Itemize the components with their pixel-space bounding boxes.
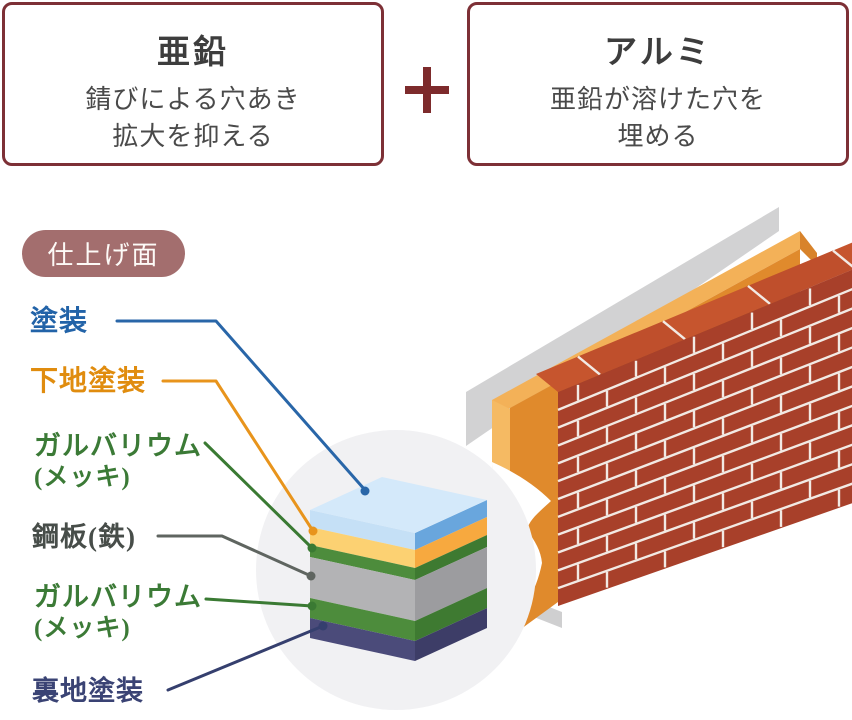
dot-galv1 xyxy=(307,543,317,553)
layer-coating-topface xyxy=(310,477,487,533)
layer-galv2-side xyxy=(415,588,487,641)
label-galvalume-bottom: ガルバリウム (メッキ) xyxy=(34,582,202,644)
label-galvalume-top-line1: ガルバリウム xyxy=(34,431,202,461)
zinc-box: 亜鉛 錆びによる穴あき 拡大を抑える xyxy=(2,2,384,166)
finished-surface-badge: 仕上げ面 xyxy=(22,230,185,277)
aluminum-box: アルミ 亜鉛が溶けた穴を 埋める xyxy=(467,2,849,166)
layer-coating-front xyxy=(310,510,415,550)
label-back-coating: 裏地塗装 xyxy=(32,676,144,706)
aluminum-box-description: 亜鉛が溶けた穴を 埋める xyxy=(470,81,846,155)
plus-icon xyxy=(405,67,449,113)
leader-galv2 xyxy=(204,597,314,608)
plus-vertical-bar xyxy=(423,67,431,113)
leader-steel xyxy=(156,534,313,578)
leader-galv1 xyxy=(203,441,314,550)
leader-back xyxy=(166,624,325,692)
dot-base xyxy=(308,526,318,536)
layer-galv1-front xyxy=(310,545,415,580)
layer-galv1-side xyxy=(415,535,487,580)
dot-galv2 xyxy=(307,601,317,611)
label-coating: 塗装 xyxy=(30,306,89,337)
zinc-box-title: 亜鉛 xyxy=(157,35,229,71)
zinc-box-line2: 拡大を抑える xyxy=(112,122,274,151)
label-galvalume-bottom-line1: ガルバリウム xyxy=(34,582,202,612)
dot-back xyxy=(318,621,328,631)
dot-steel xyxy=(306,571,316,581)
brick-mortar-lines xyxy=(557,287,852,590)
aluminum-box-line1: 亜鉛が溶けた穴を xyxy=(549,85,766,114)
zinc-box-description: 錆びによる穴あき 拡大を抑える xyxy=(5,81,381,155)
leader-base xyxy=(161,379,315,533)
leader-coating xyxy=(115,319,367,492)
label-steel-plate: 鋼板(鉄) xyxy=(32,522,136,552)
label-base-coating: 下地塗装 xyxy=(30,366,147,397)
wall-orange-panel-right xyxy=(800,231,817,266)
label-galvalume-top-line2: (メッキ) xyxy=(34,464,131,491)
layer-steel-front xyxy=(310,557,415,621)
leader-lines xyxy=(115,319,367,692)
layer-back-side xyxy=(415,608,487,661)
layer-back-front xyxy=(310,618,415,661)
aluminum-box-title: アルミ xyxy=(604,35,712,71)
layer-cube xyxy=(310,477,487,661)
aluminum-box-line2: 埋める xyxy=(617,122,699,151)
layer-base-side xyxy=(415,517,487,568)
zinc-box-line1: 錆びによる穴あき xyxy=(85,85,301,114)
brick-top-joints xyxy=(577,249,852,376)
layer-base-front xyxy=(310,527,415,568)
brick-wall-front-face xyxy=(558,269,852,606)
layer-galv2-front xyxy=(310,598,415,641)
leader-dots xyxy=(306,486,370,631)
dot-coating xyxy=(360,486,370,496)
layer-coating-side xyxy=(415,500,487,550)
label-galvalume-top: ガルバリウム (メッキ) xyxy=(34,431,202,493)
label-galvalume-bottom-line2: (メッキ) xyxy=(34,615,131,642)
layer-steel-side xyxy=(415,547,487,621)
